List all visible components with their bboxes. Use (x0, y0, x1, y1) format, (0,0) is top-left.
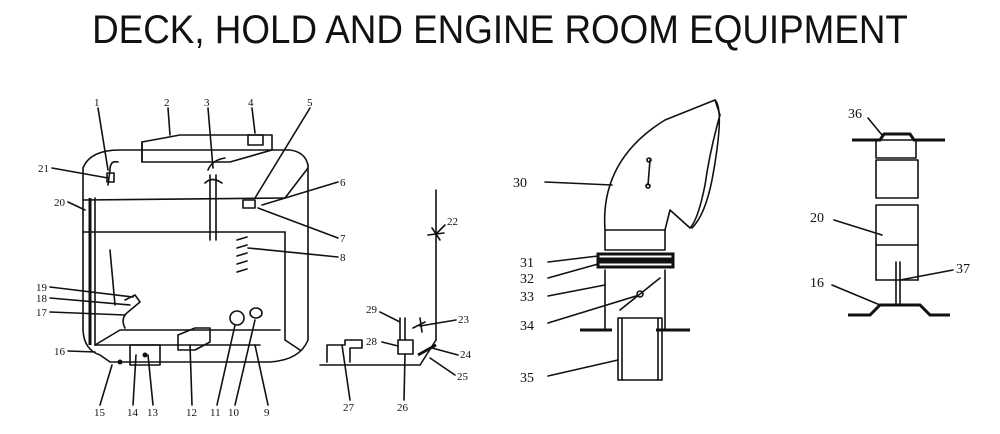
label-26: 26 (397, 402, 409, 414)
label-30: 30 (513, 176, 527, 191)
ventilator-figure: 30 31 32 33 34 35 (513, 99, 721, 386)
label-36: 36 (848, 107, 862, 122)
label-27: 27 (343, 402, 355, 414)
label-5: 5 (307, 97, 313, 109)
label-16b: 16 (810, 276, 824, 291)
label-10: 10 (228, 407, 240, 419)
label-31: 31 (520, 256, 534, 271)
label-1: 1 (94, 97, 100, 109)
label-4: 4 (248, 97, 254, 109)
label-22: 22 (447, 216, 458, 228)
label-28: 28 (366, 336, 378, 348)
hold-tank-figure: 1 2 3 4 5 6 7 8 9 10 11 12 13 14 15 16 1… (36, 97, 346, 419)
label-20: 20 (54, 197, 66, 209)
label-16: 16 (54, 346, 66, 358)
label-2: 2 (164, 97, 170, 109)
label-7: 7 (340, 233, 346, 245)
label-13: 13 (147, 407, 159, 419)
label-15: 15 (94, 407, 106, 419)
bulkhead-figure: 22 23 24 25 26 27 28 29 (319, 189, 472, 414)
label-12: 12 (186, 407, 197, 419)
label-18: 18 (36, 293, 48, 305)
label-23: 23 (458, 314, 470, 326)
page-title: DECK, HOLD AND ENGINE ROOM EQUIPMENT (92, 8, 908, 52)
label-21: 21 (38, 163, 49, 175)
label-35: 35 (520, 371, 534, 386)
label-25: 25 (457, 371, 469, 383)
label-33: 33 (520, 290, 534, 305)
label-29: 29 (366, 304, 378, 316)
label-6: 6 (340, 177, 346, 189)
label-20b: 20 (810, 211, 824, 226)
label-17: 17 (36, 307, 48, 319)
sounding-pipe-figure: 36 20 37 16 (810, 107, 970, 317)
label-3: 3 (204, 97, 210, 109)
label-11: 11 (210, 407, 221, 419)
label-19: 19 (36, 282, 48, 294)
label-34: 34 (520, 319, 534, 334)
label-32: 32 (520, 272, 534, 287)
label-14: 14 (127, 407, 139, 419)
label-37: 37 (956, 262, 970, 277)
label-24: 24 (460, 349, 472, 361)
hatch-cover (141, 134, 273, 163)
label-9: 9 (264, 407, 270, 419)
deck-top-edge (82, 149, 309, 169)
label-8: 8 (340, 252, 346, 264)
